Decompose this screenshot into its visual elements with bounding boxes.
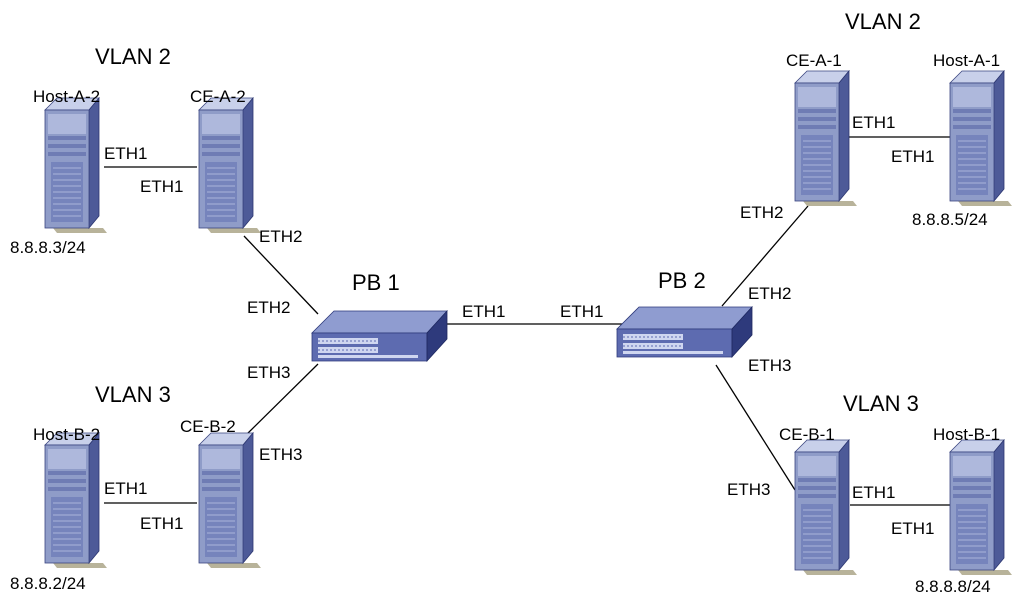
ce-b1-server-icon[interactable]: [794, 439, 858, 576]
pb2-name: PB 2: [658, 268, 706, 293]
host-b1-name: Host-B-1: [933, 425, 1000, 444]
vlan-label-left-top: VLAN 2: [95, 44, 171, 69]
port-ce-a2-eth2: ETH2: [259, 227, 302, 246]
ce-b2-server-icon[interactable]: [198, 432, 262, 569]
links: [104, 136, 950, 506]
ce-a1-name: CE-A-1: [786, 51, 842, 70]
port-ce-a1-eth2: ETH2: [740, 203, 783, 222]
port-pb2-eth3: ETH3: [748, 356, 791, 375]
host-b1-ip: 8.8.8.8/24: [915, 577, 991, 596]
host-a2-name: Host-A-2: [33, 87, 100, 106]
host-a1-ip: 8.8.8.5/24: [912, 210, 988, 229]
port-pb1-eth3: ETH3: [247, 363, 290, 382]
ce-a1-server-icon[interactable]: [794, 70, 858, 207]
port-host-b1-eth1: ETH1: [891, 519, 934, 538]
port-ce-b1-eth3: ETH3: [727, 480, 770, 499]
port-pb2-eth2: ETH2: [748, 284, 791, 303]
host-a1-name: Host-A-1: [933, 51, 1000, 70]
host-b2-name: Host-B-2: [33, 425, 100, 444]
vlan-label-left-bottom: VLAN 3: [95, 382, 171, 407]
link-ce-b2-pb1: [243, 363, 319, 438]
ce-b2-name: CE-B-2: [180, 417, 236, 436]
link-pb2-ce-a1: [721, 205, 809, 307]
port-host-a2-eth1: ETH1: [104, 144, 147, 163]
host-b2-ip: 8.8.8.2/24: [10, 574, 86, 593]
port-host-b2-eth1: ETH1: [104, 479, 147, 498]
host-a1-server-icon[interactable]: [949, 70, 1013, 207]
ce-a2-server-icon[interactable]: [198, 97, 262, 234]
port-ce-b1-eth1: ETH1: [852, 483, 895, 502]
port-ce-a1-eth1: ETH1: [852, 113, 895, 132]
pb1-name: PB 1: [352, 270, 400, 295]
host-a2-server-icon[interactable]: [44, 97, 108, 234]
host-a2-ip: 8.8.8.3/24: [10, 238, 86, 257]
port-ce-a2-eth1: ETH1: [140, 177, 183, 196]
pb1-switch-icon[interactable]: [311, 310, 448, 362]
port-pb1-eth1: ETH1: [462, 302, 505, 321]
port-pb1-eth2: ETH2: [247, 298, 290, 317]
ce-a2-name: CE-A-2: [190, 87, 246, 106]
port-pb2-eth1: ETH1: [560, 302, 603, 321]
ce-b1-name: CE-B-1: [779, 425, 835, 444]
link-pb2-ce-b1: [715, 364, 796, 491]
port-host-a1-eth1: ETH1: [891, 147, 934, 166]
host-b1-server-icon[interactable]: [949, 439, 1013, 576]
vlan-label-right-bottom: VLAN 3: [843, 391, 919, 416]
pb2-switch-icon[interactable]: [616, 306, 753, 358]
host-b2-server-icon[interactable]: [44, 432, 108, 569]
link-ce-a2-pb1: [243, 235, 319, 315]
port-ce-b2-eth1: ETH1: [140, 514, 183, 533]
vlan-label-right-top: VLAN 2: [845, 9, 921, 34]
port-ce-b2-eth3: ETH3: [259, 445, 302, 464]
